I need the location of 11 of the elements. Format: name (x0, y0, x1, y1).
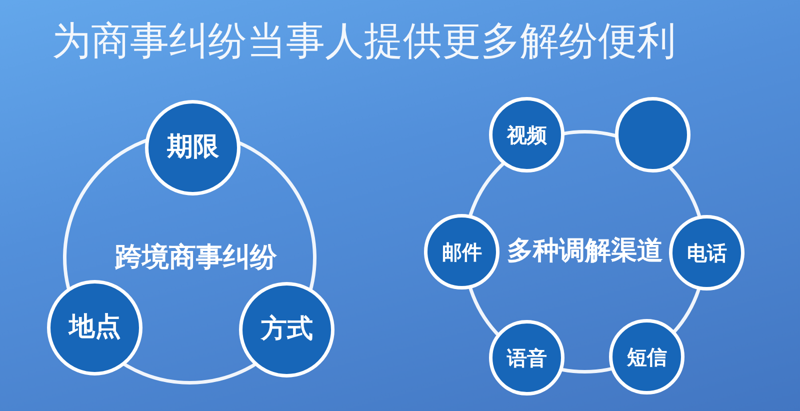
circle-label: 视频 (507, 124, 547, 146)
circle-label: 邮件 (442, 240, 482, 264)
circle-label: 地点 (69, 313, 121, 343)
circle-label: 方式 (261, 315, 313, 345)
center-label: 跨境商事纠纷 (115, 242, 277, 274)
title: 为商事纠纷当事人提供更多解纷便利 (52, 18, 676, 66)
circle-label: 短信 (627, 346, 667, 368)
circle-label: 期限 (167, 133, 219, 163)
center-label: 多种调解渠道 (507, 237, 663, 267)
circle-label: 语音 (507, 346, 547, 370)
circle-label: 电话 (687, 242, 727, 264)
